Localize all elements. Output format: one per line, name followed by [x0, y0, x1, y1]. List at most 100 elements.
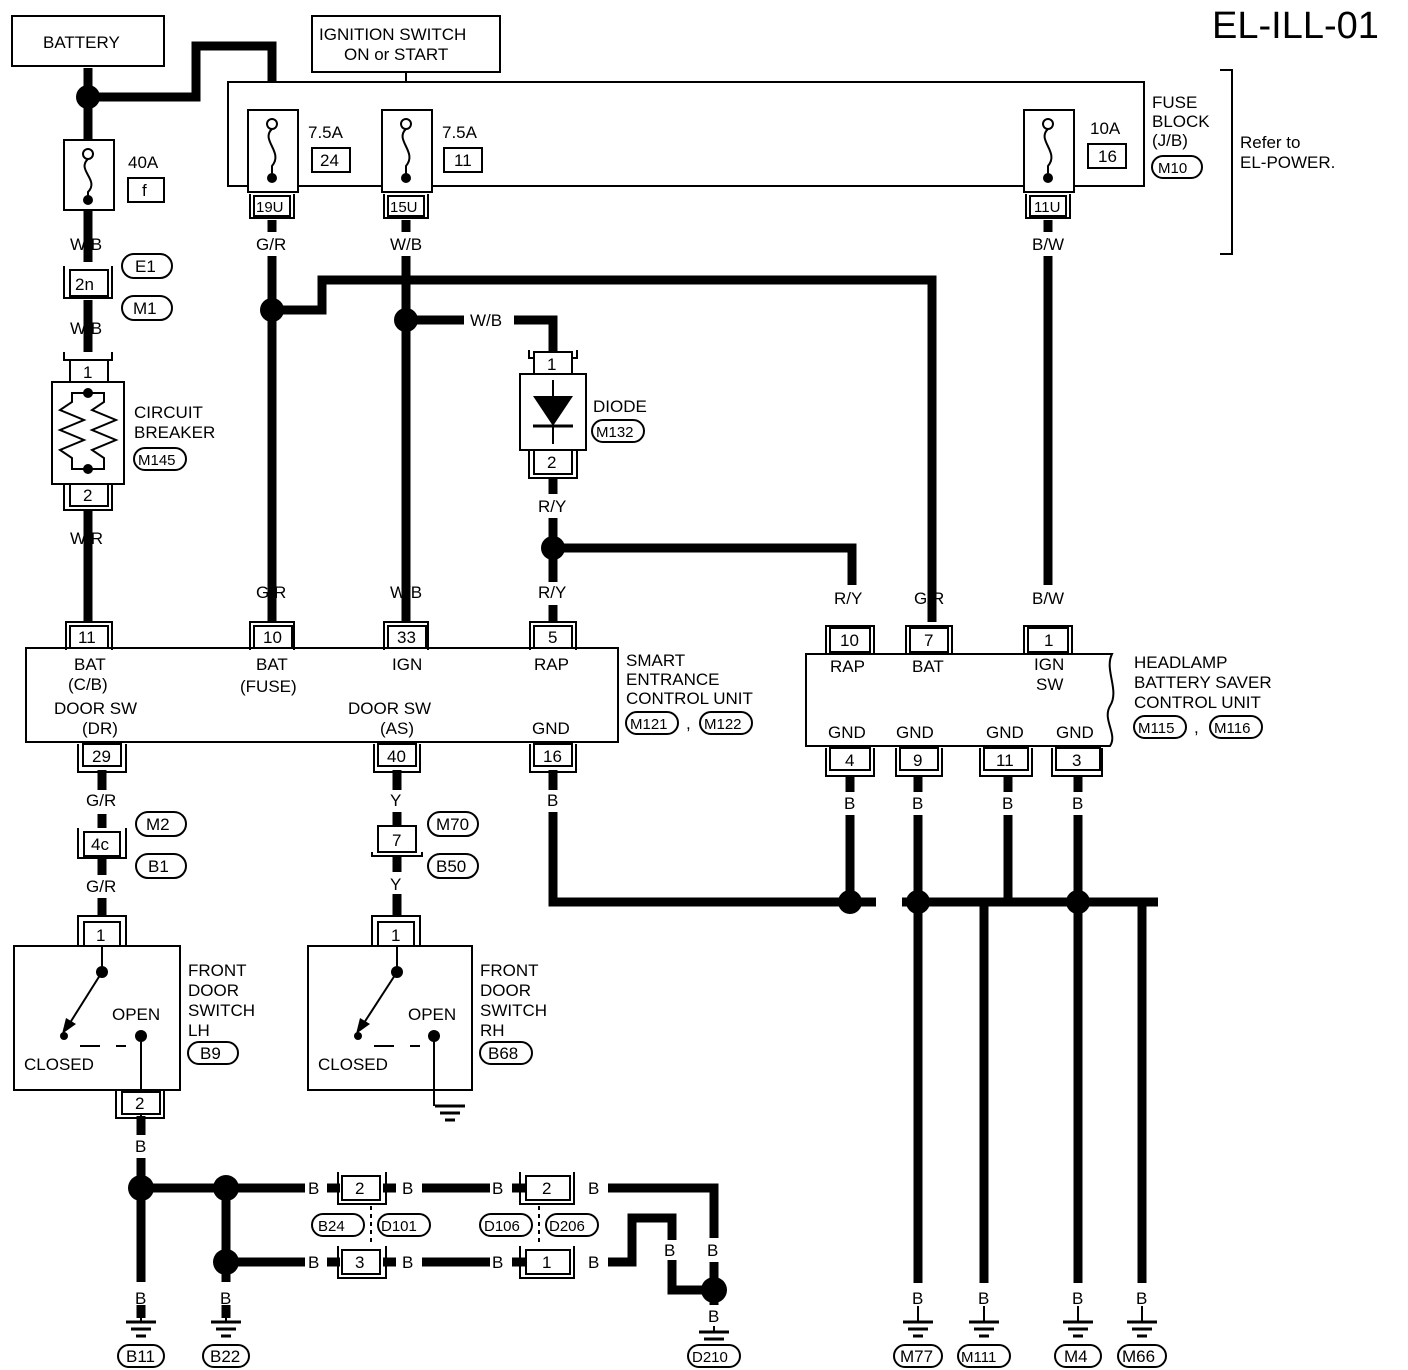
secu-pin-5: 5	[529, 621, 577, 650]
wire-color-ry: R/Y	[834, 589, 862, 608]
ground-m77: M77	[900, 1347, 933, 1366]
hl-pin-1: 1	[1023, 625, 1073, 654]
wire-color-b: B	[912, 1289, 923, 1308]
wire-color-bw: B/W	[1032, 235, 1064, 254]
wire-color-b: B	[588, 1253, 599, 1272]
cb-ref: M145	[138, 452, 176, 469]
front-door-switch-rh: 1 OPEN CLOSED FRONT DOOR SWITCH RH B68	[307, 915, 547, 1122]
secu-title-2: ENTRANCE	[626, 670, 720, 689]
ignition-switch-line1: IGNITION SWITCH	[319, 25, 466, 44]
connector-2n: 2n E1 M1	[63, 253, 173, 321]
connector-7: 7 M70 B50	[371, 811, 479, 879]
secu-pin-29: 29	[77, 743, 127, 773]
wire-color-b: B	[1072, 1289, 1083, 1308]
connector-m1-ref: M1	[133, 299, 157, 318]
hl-pin-4-label: 4	[845, 751, 854, 770]
wire-color-b: B	[492, 1179, 503, 1198]
door-rh-pin-top: 1	[391, 926, 400, 945]
cb-pin-bottom: 2	[83, 486, 92, 505]
secu-pin-11-label: 11	[78, 628, 96, 647]
connector-4c-pin: 4c	[91, 835, 109, 854]
hl-ref-separator: ,	[1194, 718, 1199, 737]
wire-color-ry: R/Y	[538, 497, 566, 516]
fuse-16-terminal: 11U	[1034, 199, 1060, 216]
cb-pin-top: 1	[83, 363, 92, 382]
secu-label-cb: (C/B)	[68, 675, 108, 694]
secu-label-fuse: (FUSE)	[240, 677, 297, 696]
hl-label-gnd: GND	[828, 723, 866, 742]
door-rh-title-2: DOOR	[480, 981, 531, 1000]
ignition-switch-line2: ON or START	[344, 45, 448, 64]
secu-pin-16-label: 16	[543, 747, 562, 766]
door-lh-closed: CLOSED	[24, 1055, 94, 1074]
connector-m2-ref: M2	[146, 815, 170, 834]
ground-symbols	[124, 1306, 1159, 1348]
secu-label-door-sw-as: DOOR SW	[348, 699, 431, 718]
hl-label-ign: IGN	[1034, 655, 1064, 674]
door-rh-title-1: FRONT	[480, 961, 539, 980]
conn-b-pin-top: 2	[542, 1179, 551, 1198]
diode-ref: M132	[596, 424, 634, 441]
cb-label-2: BREAKER	[134, 423, 215, 442]
door-lh-pin-bottom: 2	[135, 1094, 144, 1113]
wire-color-wb: W/B	[390, 235, 422, 254]
junction	[838, 890, 862, 914]
wire-color-gr: G/R	[256, 583, 286, 602]
ground-m66: M66	[1122, 1347, 1155, 1366]
secu-pin-29-label: 29	[92, 747, 111, 766]
wire-color-b: B	[978, 1289, 989, 1308]
door-lh-pin-top: 1	[96, 926, 105, 945]
wire-color-b: B	[912, 794, 923, 813]
secu-ref-m121: M121	[630, 716, 668, 733]
door-lh-title-1: FRONT	[188, 961, 247, 980]
secu-label-bat-fuse: BAT	[256, 655, 288, 674]
connector-d106-d206: B 2 B D106 D206 B 1 B	[479, 1172, 599, 1279]
connector-e1-ref: E1	[135, 257, 156, 276]
secu-label-dr: (DR)	[82, 719, 118, 738]
refer-to-label: Refer to	[1240, 133, 1300, 152]
cb-label-1: CIRCUIT	[134, 403, 203, 422]
wire-color-b: B	[402, 1253, 413, 1272]
fuse-block: 7.5A 24 19U 7.5A 11 15U 10A 16 11U FUSE …	[227, 69, 1335, 255]
junction	[701, 1277, 727, 1303]
wire-color-wb: W/B	[70, 235, 102, 254]
hl-pin-9-label: 9	[913, 751, 922, 770]
hl-label-rap: RAP	[830, 657, 865, 676]
junction	[128, 1175, 154, 1201]
battery-junction	[76, 85, 100, 109]
battery-label: BATTERY	[43, 33, 120, 52]
door-rh-ref: B68	[488, 1044, 518, 1063]
fuse-block-label-1: FUSE	[1152, 93, 1197, 112]
secu-label-bat: BAT	[74, 655, 106, 674]
connector-m70-ref: M70	[436, 815, 469, 834]
wire-color-y: Y	[390, 791, 401, 810]
door-rh-title-4: RH	[480, 1021, 505, 1040]
wire-color-b: B	[708, 1307, 719, 1326]
hl-pin-7-label: 7	[924, 631, 933, 650]
hl-pin-4: 4	[825, 747, 875, 777]
conn-a-pin-bottom: 3	[355, 1253, 364, 1272]
hl-label-gnd: GND	[986, 723, 1024, 742]
wire-color-gr: G/R	[86, 877, 116, 896]
conn-d101-ref: D101	[381, 1218, 417, 1235]
headlamp-battery-saver-control-unit: 10 7 1 RAP BAT IGN SW GND GND GND GND 4 …	[805, 625, 1272, 777]
secu-pin-10: 10	[249, 621, 295, 650]
fuse-24-amp: 7.5A	[308, 123, 344, 142]
secu-title-3: CONTROL UNIT	[626, 689, 753, 708]
conn-b24-ref: B24	[318, 1218, 345, 1235]
diode: 1 2 DIODE M132	[519, 350, 647, 479]
wire-color-wb: W/B	[70, 319, 102, 338]
fusible-link: 40A f	[63, 139, 165, 211]
secu-pin-40: 40	[373, 743, 421, 773]
ground-labels: B11 B22 D210 M77 M111 M4 M66	[117, 1344, 1167, 1368]
hl-pin-11: 11	[979, 747, 1033, 777]
conn-d106-ref: D106	[484, 1218, 520, 1235]
hl-ref-m115: M115	[1138, 720, 1174, 737]
wire-color-b: B	[492, 1253, 503, 1272]
ground-b22: B22	[210, 1347, 240, 1366]
wire-color-wr: W/R	[70, 529, 103, 548]
secu-ref-separator: ,	[686, 714, 691, 733]
hl-label-gnd: GND	[1056, 723, 1094, 742]
wire-color-gr: G/R	[914, 589, 944, 608]
page-code: EL-ILL-01	[1212, 5, 1379, 47]
